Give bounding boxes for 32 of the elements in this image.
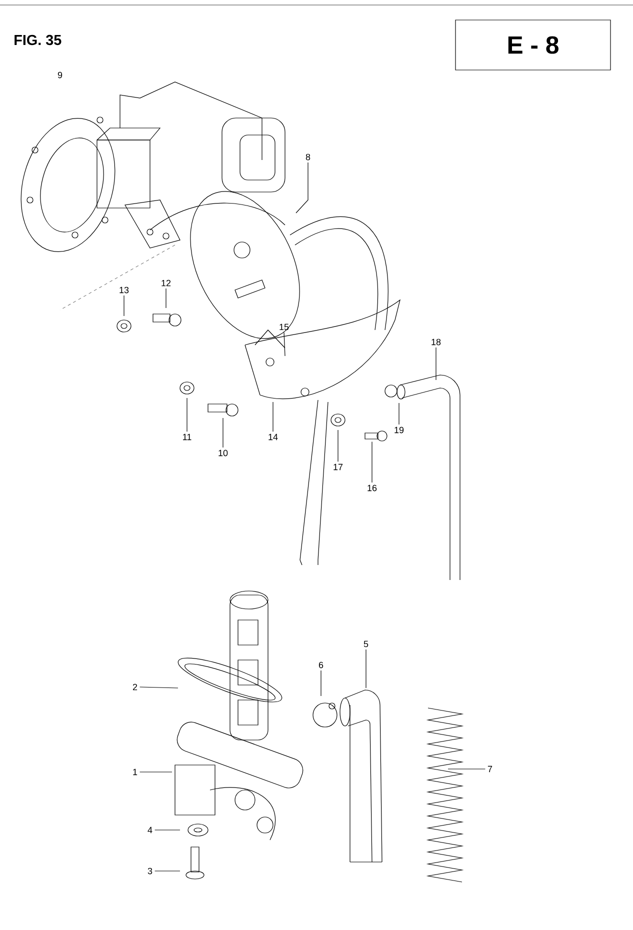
callout-number: 2	[132, 684, 138, 690]
bolt-drawing	[364, 430, 388, 442]
figure-title: FIG. 35	[14, 34, 62, 46]
callout-number: 10	[218, 450, 228, 456]
callout-number: 7	[488, 766, 492, 772]
leader-line	[398, 402, 400, 425]
leader-line	[320, 670, 322, 696]
leader-line	[222, 418, 224, 448]
callout-number: 9	[58, 72, 62, 78]
callout-number: 1	[133, 768, 138, 776]
callout-number: 11	[183, 434, 192, 440]
leader-line	[186, 398, 188, 432]
callout-number: 4	[148, 826, 152, 834]
callout-number: 17	[334, 464, 343, 470]
leader-line	[154, 870, 180, 872]
callout-number: 5	[364, 640, 368, 648]
callout-number: 8	[306, 154, 310, 160]
callout-number: 6	[318, 662, 324, 668]
callout-number: 12	[162, 280, 171, 286]
callout-number: 16	[368, 484, 377, 492]
callout-number: 13	[120, 286, 129, 294]
leader-line	[140, 686, 178, 688]
callout-number: 15	[280, 324, 289, 330]
leader-line	[448, 768, 486, 770]
leader-line	[296, 162, 308, 214]
page-code-box: E - 8	[455, 20, 611, 70]
leader-line	[284, 332, 286, 356]
callout-number: 3	[148, 868, 152, 874]
callout-number: 14	[268, 434, 278, 440]
callout-number: 19	[394, 426, 404, 434]
callout-number: 18	[432, 338, 441, 346]
leader-line	[272, 402, 274, 432]
